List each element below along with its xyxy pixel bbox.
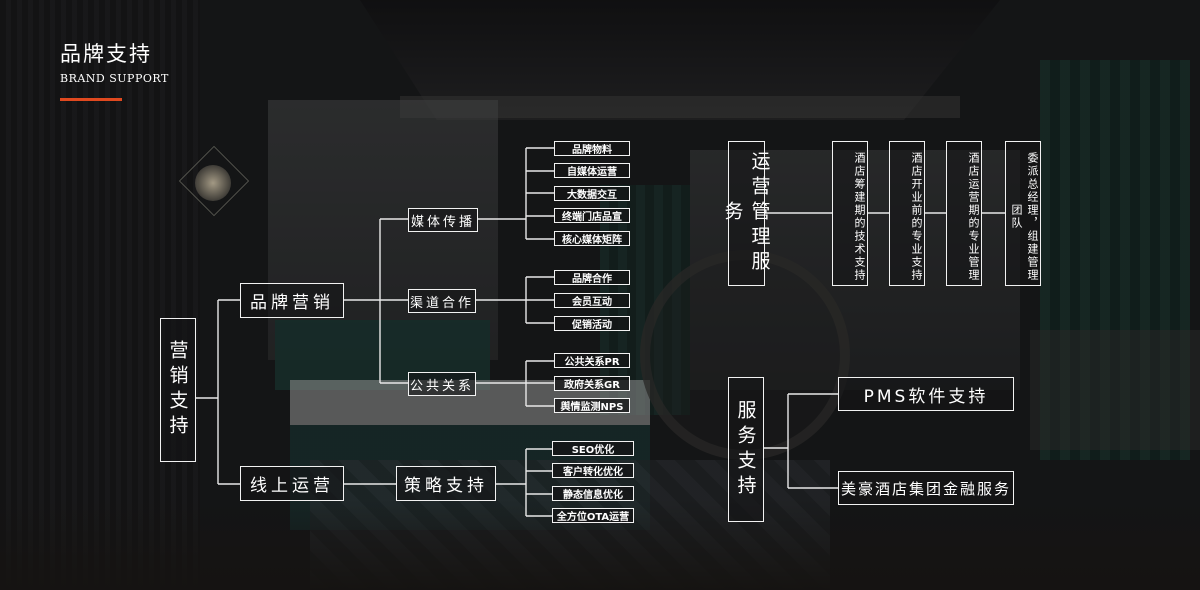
media-item: 终端门店品宣 <box>554 208 630 223</box>
finance-service-node: 美豪酒店集团金融服务 <box>838 471 1014 505</box>
title-accent-bar <box>60 98 122 101</box>
strategy-item: SEO优化 <box>552 441 634 456</box>
channel-item: 会员互动 <box>554 293 630 308</box>
media-item: 大数据交互 <box>554 186 630 201</box>
media-item: 自媒体运营 <box>554 163 630 178</box>
operations-step: 委派总经理，组建管理团队 <box>1005 141 1041 286</box>
operations-step: 酒店开业前的专业支持 <box>889 141 925 286</box>
strategy-item: 全方位OTA运营 <box>552 508 634 523</box>
pr-node: 公共关系 <box>408 372 476 396</box>
channel-node: 渠道合作 <box>408 289 476 313</box>
pr-item: 政府关系GR <box>554 376 630 391</box>
strategy-item: 客户转化优化 <box>552 463 634 478</box>
operations-management-node: 运营管理服务 <box>722 141 771 286</box>
channel-item: 促销活动 <box>554 316 630 331</box>
pms-software-node: PMS软件支持 <box>838 377 1014 411</box>
media-item: 核心媒体矩阵 <box>554 231 630 246</box>
online-operations-node: 线上运营 <box>240 466 344 501</box>
pr-item: 公共关系PR <box>554 353 630 368</box>
strategy-item: 静态信息优化 <box>552 486 634 501</box>
channel-item: 品牌合作 <box>554 270 630 285</box>
page-subtitle: BRAND SUPPORT <box>60 72 169 85</box>
media-node: 媒体传播 <box>408 208 478 232</box>
service-support-node: 服务支持 <box>728 377 764 522</box>
pr-item: 舆情监测NPS <box>554 398 630 413</box>
page-title: 品牌支持 <box>60 42 152 66</box>
brand-marketing-node: 品牌营销 <box>240 283 344 318</box>
operations-step: 酒店筹建期的技术支持 <box>832 141 868 286</box>
marketing-support-node: 营销支持 <box>160 318 196 462</box>
media-item: 品牌物料 <box>554 141 630 156</box>
strategy-node: 策略支持 <box>396 466 496 501</box>
operations-step: 酒店运营期的专业管理 <box>946 141 982 286</box>
